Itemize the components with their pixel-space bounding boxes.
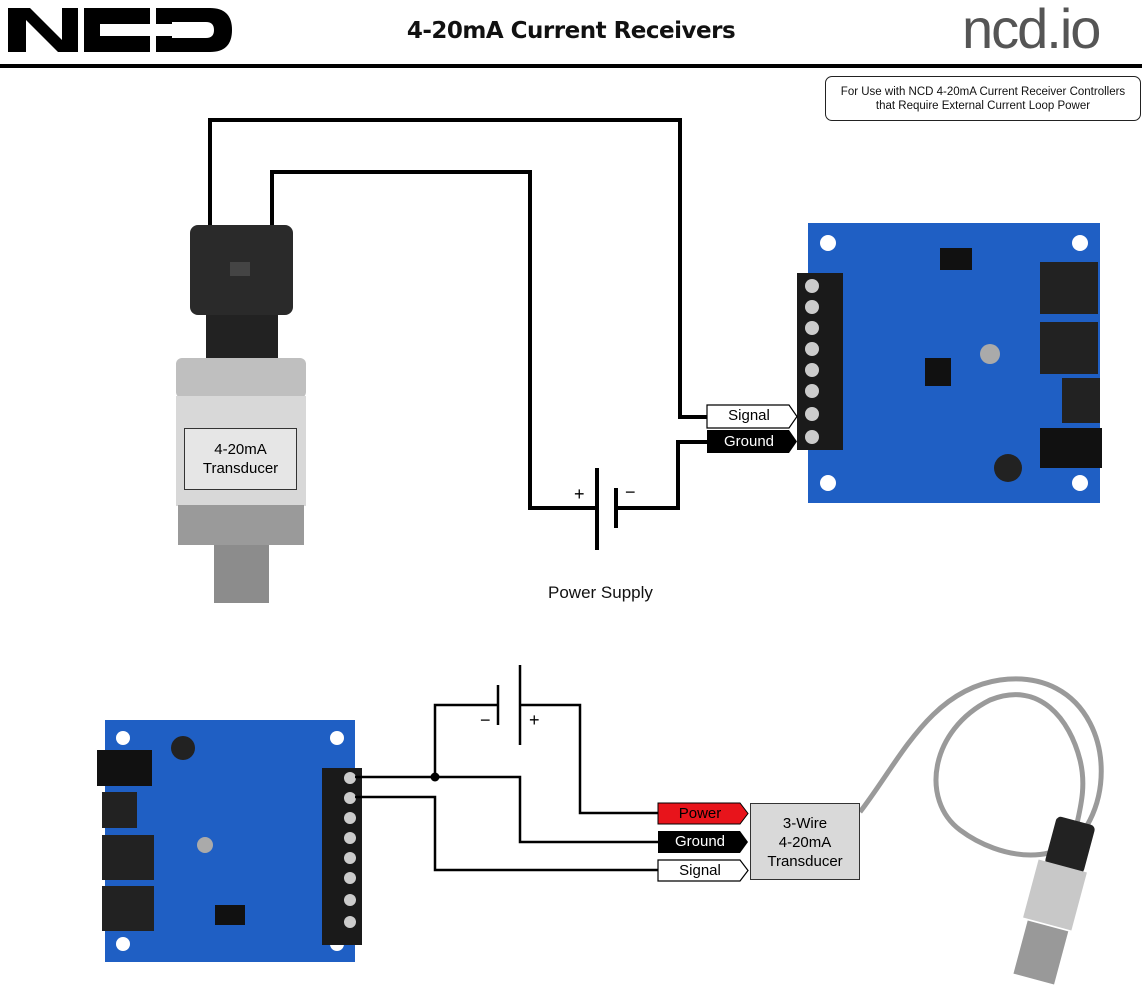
note-line-2: that Require External Current Loop Power [875,100,1091,112]
pressure-transducer-image [176,225,306,603]
current-receiver-board-top [797,223,1102,503]
three-wire-transducer-label-box: 3-Wire 4-20mA Transducer [750,803,860,880]
bottom-wires [355,665,658,872]
minus-sign-bottom: − [480,710,491,730]
plus-sign-bottom: + [529,710,540,730]
transducer-label-line-3: Transducer [767,853,843,870]
signal-label-top: Signal [728,407,770,424]
ground-label-top: Ground [723,433,775,450]
power-label: Power [678,805,722,822]
transducer-label-line-1: 4-20mA [214,441,267,458]
transducer-label-line-2: 4-20mA [778,834,832,851]
usage-note: For Use with NCD 4-20mA Current Receiver… [825,76,1141,121]
header-divider [0,64,1142,68]
page-title: 4-20mA Current Receivers [406,18,736,44]
signal-tag-top [706,404,798,429]
top-wires [208,118,707,550]
junction-dot [430,772,440,782]
signal-label-bottom: Signal [679,862,721,879]
ground-label-bottom: Ground [674,833,726,850]
minus-sign-top: − [625,482,636,502]
note-line-1: For Use with NCD 4-20mA Current Receiver… [840,86,1126,98]
ground-tag-bottom [658,831,748,853]
plus-sign-top: + [574,484,585,504]
current-receiver-board-bottom [97,720,362,962]
power-tag [657,802,749,825]
ncd-io-logo: ncd.io [962,0,1101,60]
transducer-label-box: 4-20mA Transducer [184,428,297,490]
power-supply-label: Power Supply [548,583,653,602]
ncd-logo [8,8,232,52]
signal-tag-bottom [657,859,749,882]
transducer-label-line-2: Transducer [202,460,279,477]
transducer-label-line-1: 3-Wire [782,815,828,832]
ground-tag-top [707,430,797,453]
three-wire-transducer-image [858,676,1104,985]
